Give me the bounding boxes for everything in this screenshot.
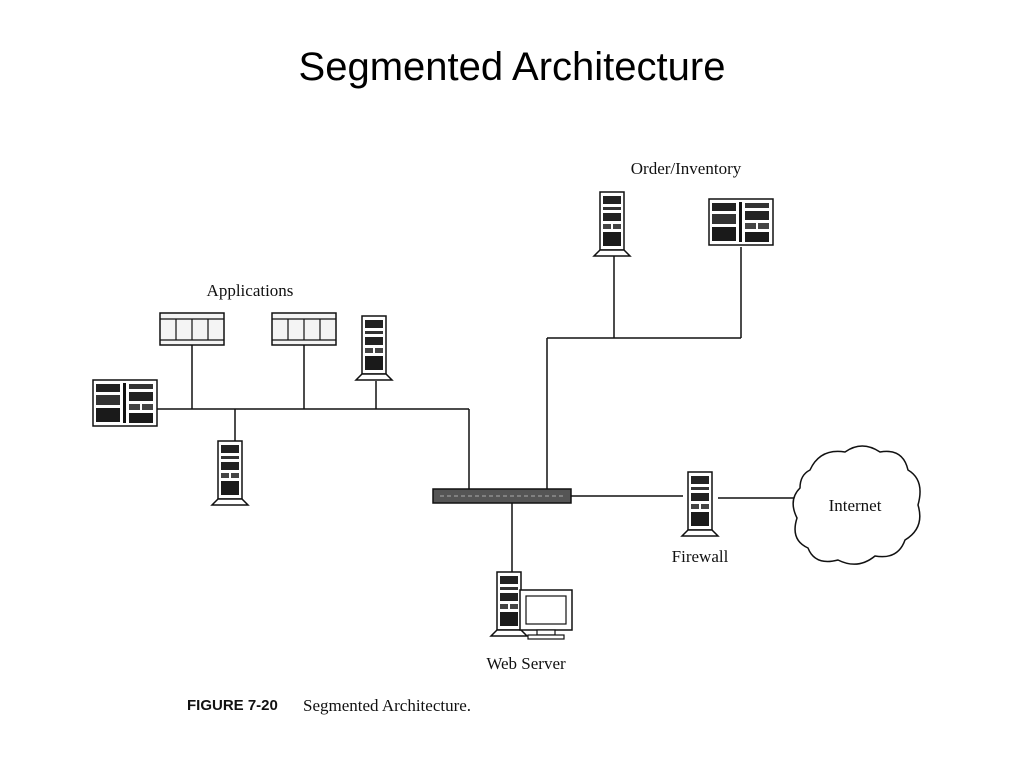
- slide-title: Segmented Architecture: [298, 45, 726, 89]
- firewall-icon: [681, 471, 719, 537]
- internet-cloud-icon: [792, 445, 921, 565]
- order-inventory-tower-icon: [593, 191, 631, 257]
- application-server-icon: [271, 312, 337, 346]
- firewall-label: Firewall: [672, 547, 729, 566]
- figure-caption: Segmented Architecture.: [303, 696, 471, 715]
- network-switch-icon: [432, 488, 572, 504]
- application-tower-icon: [355, 315, 393, 381]
- order-inventory-label: Order/Inventory: [631, 159, 742, 178]
- web-server-label: Web Server: [486, 654, 566, 673]
- internet-label: Internet: [829, 496, 882, 515]
- application-rack-server-icon: [92, 379, 158, 427]
- order-inventory-rack-server-icon: [708, 198, 774, 246]
- figure-number: FIGURE 7-20: [187, 697, 278, 714]
- applications-label: Applications: [207, 281, 294, 300]
- application-tower-icon: [211, 440, 249, 506]
- web-server-icon: [490, 571, 573, 640]
- application-server-icon: [159, 312, 225, 346]
- network-links: [157, 247, 797, 572]
